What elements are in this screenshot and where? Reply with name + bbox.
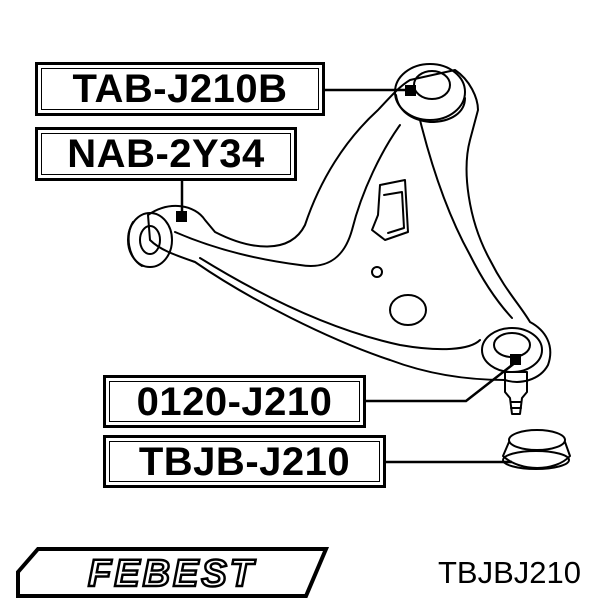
arm-inner-contour — [174, 124, 401, 267]
label-text-front-bushing: TAB-J210B — [72, 67, 288, 111]
logo-border — [16, 547, 330, 598]
boot-top — [508, 429, 566, 451]
label-text-ball-joint: 0120-J210 — [136, 379, 333, 424]
rear-bushing-inner — [139, 225, 161, 255]
mount-bracket — [371, 179, 409, 241]
front-bushing-outer — [394, 63, 466, 121]
ball-joint-top — [493, 332, 531, 358]
boot-bottom — [502, 450, 570, 470]
marker-ball-joint — [510, 354, 521, 365]
control-arm-outline — [147, 69, 552, 383]
arm-rib — [419, 119, 513, 319]
leader-ball-joint — [366, 361, 517, 403]
label-box-front-bushing: TAB-J210B — [35, 62, 325, 116]
label-box-rear-bushing: NAB-2Y34 — [35, 127, 297, 181]
ball-joint-stud — [504, 371, 528, 415]
front-bushing-sleeve — [395, 94, 466, 123]
label-text-boot: TBJB-J210 — [138, 439, 351, 484]
label-text-rear-bushing: NAB-2Y34 — [67, 132, 265, 176]
label-box-boot: TBJB-J210 — [103, 435, 386, 488]
part-number: TBJBJ210 — [438, 555, 582, 590]
arm-lower-contour — [199, 257, 481, 351]
mount-bracket-inner — [383, 191, 405, 234]
arm-hole-large — [389, 294, 427, 326]
rear-bushing-sleeve — [127, 221, 143, 267]
arm-hole-small — [371, 266, 383, 278]
logo-wordmark: FEBEST — [88, 553, 256, 595]
marker-rear-bushing — [176, 211, 187, 222]
marker-front-bushing — [405, 85, 416, 96]
febest-logo: FEBEST — [16, 547, 330, 598]
label-box-ball-joint: 0120-J210 — [103, 375, 366, 428]
